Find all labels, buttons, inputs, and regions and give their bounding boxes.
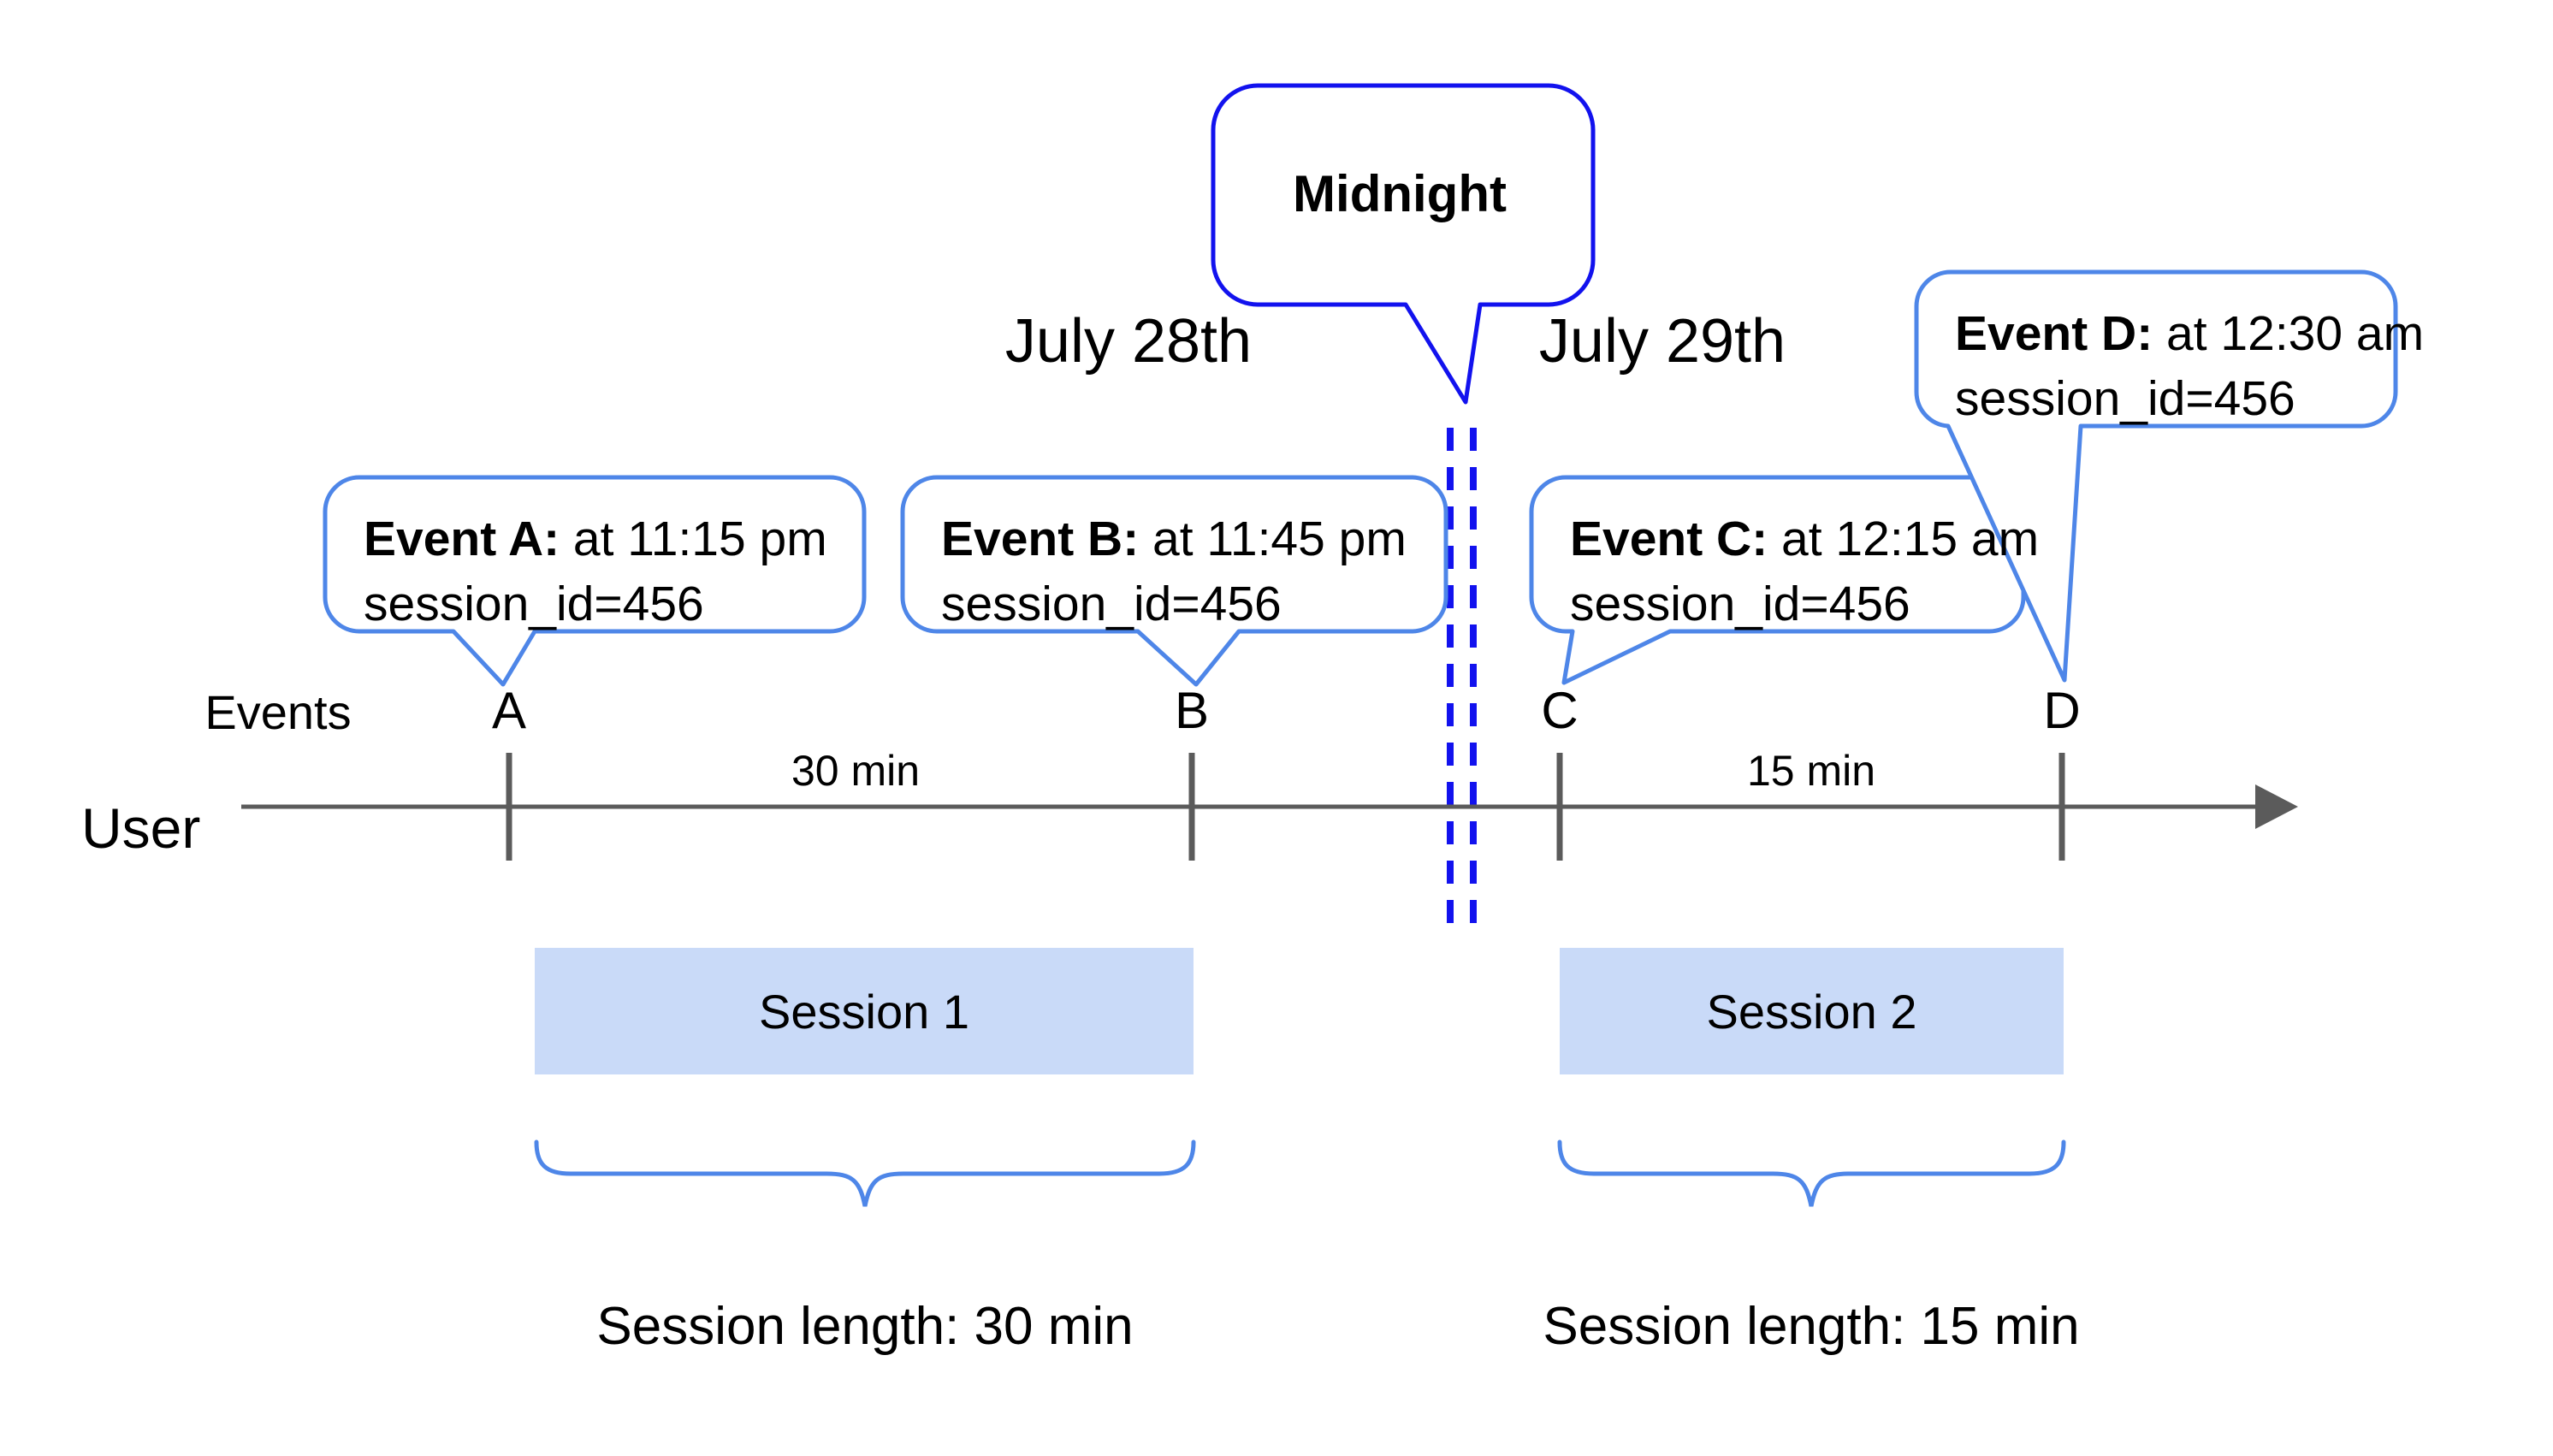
event-a-session-id: session_id=456 [364, 577, 704, 631]
event-callout-bubbles [323, 269, 2398, 687]
session-1-box: Session 1 [535, 948, 1194, 1074]
timeline-axis [241, 753, 2298, 861]
event-a-bubble [323, 475, 867, 687]
date-label-july-28: July 28th [1004, 307, 1253, 376]
event-a-name: Event A: [364, 512, 560, 566]
event-b-session-id: session_id=456 [941, 577, 1282, 631]
user-axis-label: User [81, 796, 201, 860]
events-axis-label: Events [204, 685, 352, 739]
event-b-bubble [900, 475, 1448, 687]
event-a-time: at 11:15 pm [560, 512, 827, 566]
date-label-july-29: July 29th [1538, 307, 1786, 376]
event-d-bubble [1914, 269, 2398, 683]
interval-label-30min: 30 min [791, 747, 921, 795]
session-2-box-label: Session 2 [1706, 984, 1917, 1039]
midnight-callout-label: Midnight [1293, 165, 1507, 222]
event-c-session-id: session_id=456 [1570, 577, 1910, 631]
session-2-brace [1557, 1139, 2066, 1207]
event-c-name: Event C: [1570, 512, 1768, 566]
event-d-callout-text: Event D: at 12:30 am session_id=456 [1955, 301, 2424, 431]
tick-label-c: C [1541, 682, 1579, 739]
midnight-bubble [1211, 83, 1596, 405]
event-a-callout-text: Event A: at 11:15 pm session_id=456 [364, 506, 827, 636]
session-2-length-label: Session length: 15 min [1543, 1297, 2080, 1356]
tick-label-a: A [491, 682, 527, 739]
event-b-callout-text: Event B: at 11:45 pm session_id=456 [941, 506, 1407, 636]
event-c-callout-text: Event C: at 12:15 am session_id=456 [1570, 506, 2039, 636]
interval-label-15min: 15 min [1746, 747, 1876, 795]
midnight-divider-dashed-lines [1447, 428, 1477, 937]
event-d-name: Event D: [1955, 306, 2153, 361]
event-ticks [506, 753, 2065, 861]
event-b-time: at 11:45 pm [1139, 512, 1407, 566]
session-1-box-label: Session 1 [759, 984, 969, 1039]
event-d-time: at 12:30 am [2153, 306, 2425, 361]
arrow-right-icon [2255, 784, 2298, 829]
tick-label-d: D [2043, 682, 2081, 739]
event-d-session-id: session_id=456 [1955, 371, 2295, 426]
session-2-box: Session 2 [1560, 948, 2064, 1074]
session-1-brace [534, 1139, 1196, 1207]
event-b-name: Event B: [941, 512, 1140, 566]
event-c-time: at 12:15 am [1768, 512, 2040, 566]
tick-label-b: B [1174, 682, 1210, 739]
session-1-length-label: Session length: 30 min [596, 1297, 1134, 1356]
session-braces [534, 1139, 2066, 1207]
